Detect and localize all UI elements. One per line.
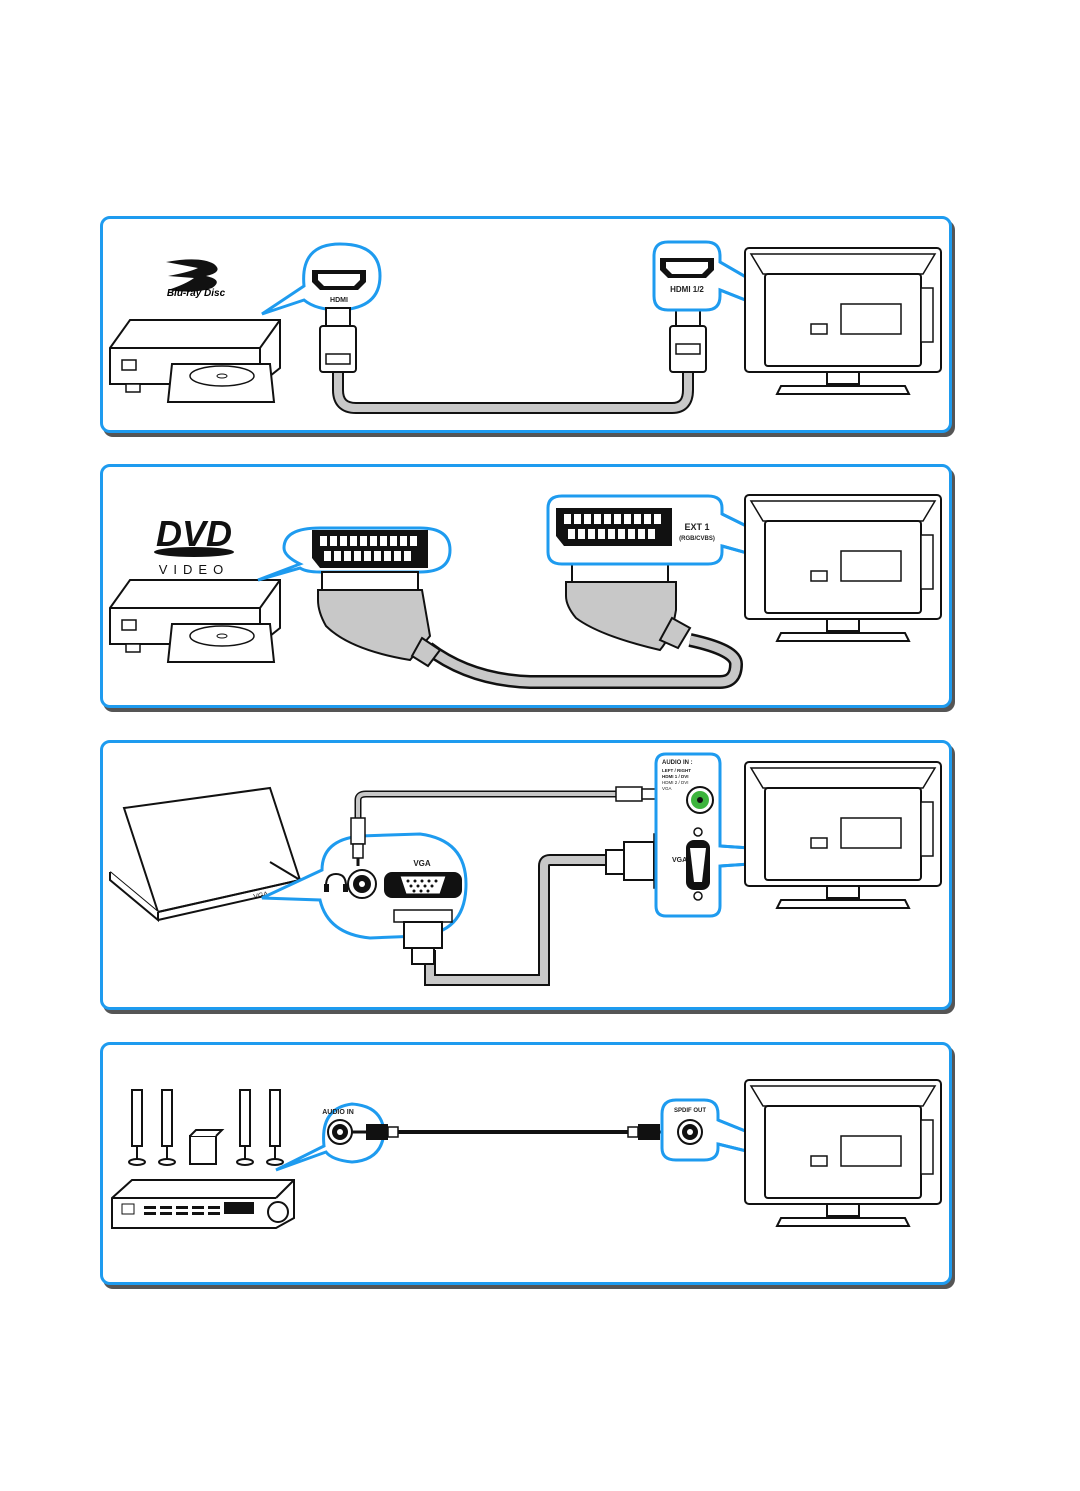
hdmi-cable (332, 370, 694, 414)
dvd-logo-icon: DVD VIDEO (154, 513, 234, 577)
tv-icon (744, 247, 942, 395)
audio-jack-icon (347, 869, 377, 899)
tv-icon (744, 761, 942, 909)
tv-port-label: SPDIF OUT (674, 1108, 706, 1114)
scart-port-icon (556, 508, 672, 546)
dvd-logo-subtext: VIDEO (159, 562, 229, 577)
bluray-player-icon (109, 319, 281, 403)
tv-audio-line-3: HDMI 2 / DVI (662, 780, 689, 785)
laptop-port-label: VGA (253, 891, 269, 901)
tv-port-sublabel: (RGB/CVBS) (679, 536, 715, 542)
bluray-logo-icon: Blu-ray Disc (166, 259, 226, 299)
home-theater-icon (111, 1179, 295, 1229)
tv-audio-line-1: LEFT / RIGHT (662, 768, 691, 773)
speaker-icon (128, 1089, 284, 1166)
hdmi-port-icon (660, 258, 714, 278)
source-port-label: AUDIO IN (322, 1109, 354, 1116)
audio-plug-left (350, 817, 366, 866)
headphone-icon (324, 872, 348, 892)
bluray-logo-text: Blu-ray Disc (167, 288, 226, 299)
source-port-label: HDMI (330, 297, 348, 304)
laptop-icon: VGA (109, 786, 303, 923)
vga-plug-left (393, 909, 453, 965)
tv-vga-label: VGA (672, 857, 687, 864)
dvd-player-icon (109, 579, 281, 663)
tv-audio-label: AUDIO IN : (662, 760, 693, 766)
audio-jack-icon (677, 1119, 703, 1145)
scart-port-icon (312, 530, 428, 568)
hdmi-plug-left (319, 307, 357, 373)
scart-plug-right (565, 563, 692, 652)
tv-audio-line-2: HDMI 1 / DVI (662, 774, 689, 779)
tv-screw-icon (693, 827, 703, 901)
audio-jack-icon (686, 786, 714, 814)
hdmi-port-icon (312, 270, 366, 290)
source-port-label: VGA (413, 859, 431, 868)
tv-port-label: HDMI 1/2 (670, 285, 704, 294)
tv-icon (744, 494, 942, 642)
vga-port-icon (384, 872, 462, 898)
hdmi-plug-right (669, 307, 707, 373)
coax-plug-left (352, 1124, 399, 1140)
tv-port-label: EXT 1 (684, 522, 709, 532)
tv-audio-line-4: VGA (662, 786, 672, 791)
tv-icon (744, 1079, 942, 1227)
vga-port-icon (686, 840, 710, 890)
audio-jack-icon (327, 1119, 353, 1145)
audio-cable (354, 790, 622, 830)
scart-plug-left (317, 571, 442, 668)
